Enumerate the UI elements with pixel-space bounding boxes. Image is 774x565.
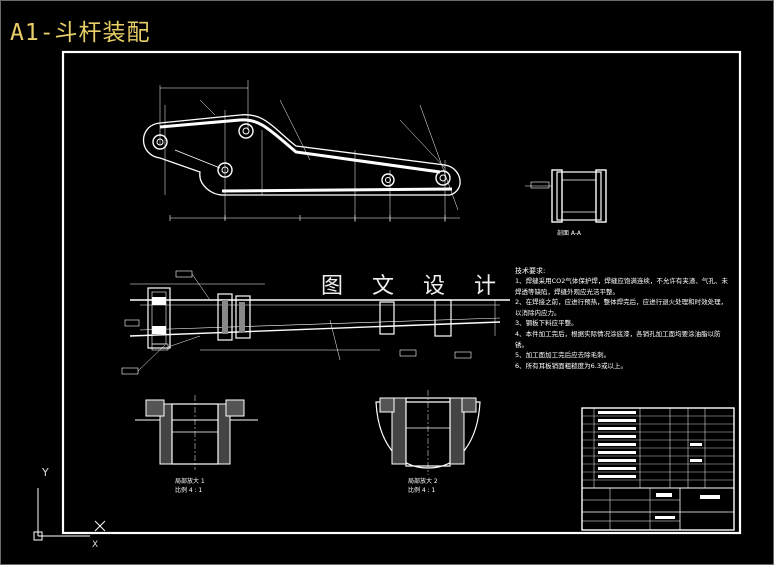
detail-view-2[interactable] [375,390,481,475]
tech-requirement-item: 3、钢板下料应平整。 [515,319,578,328]
tech-requirements-title: 技术要求: [515,267,546,275]
ucs-icon [33,488,106,541]
detail-2-scale: 比例 4 : 1 [408,487,436,494]
drawing-title: A1-斗杆装配 [10,20,151,46]
tech-requirement-item: 1、焊缝采用CO2气体保护焊，焊缝应饱满连续，不允许有夹渣、气孔、未焊透等缺陷，… [515,277,728,296]
tech-requirements-list: 1、焊缝采用CO2气体保护焊，焊缝应饱满连续，不允许有夹渣、气孔、未焊透等缺陷，… [515,276,730,371]
watermark-text: 图 文 设 计 [321,274,507,299]
tech-requirement-item: 2、在焊接之前，应进行预热，整体焊完后，应进行退火处理和时效处理，以消除内应力。 [515,298,728,317]
sheet-border [61,50,742,535]
detail-1-scale: 比例 4 : 1 [175,487,203,494]
ucs-y-label: Y [42,466,49,479]
ucs-x-label: X [92,540,99,550]
section-label: 剖面 A-A [557,230,582,237]
detail-view-1[interactable] [135,395,258,470]
detail-1-label: 局部放大 1 [175,478,205,485]
tech-requirement-item: 6、所有耳板销面粗糙度为6.3或以上。 [515,361,627,370]
tech-requirement-item: 4、本件加工完后，根据实际情况涂底漆，各销孔加工面均要涂油脂以防锈。 [515,329,721,349]
title-block[interactable] [581,407,735,531]
tech-requirement-item: 5、加工面加工完后应去除毛刺。 [515,351,611,360]
main-elevation-view[interactable] [143,80,461,222]
detail-2-label: 局部放大 2 [408,478,438,485]
plan-view[interactable] [121,270,510,375]
section-a-a-view[interactable] [525,169,607,223]
